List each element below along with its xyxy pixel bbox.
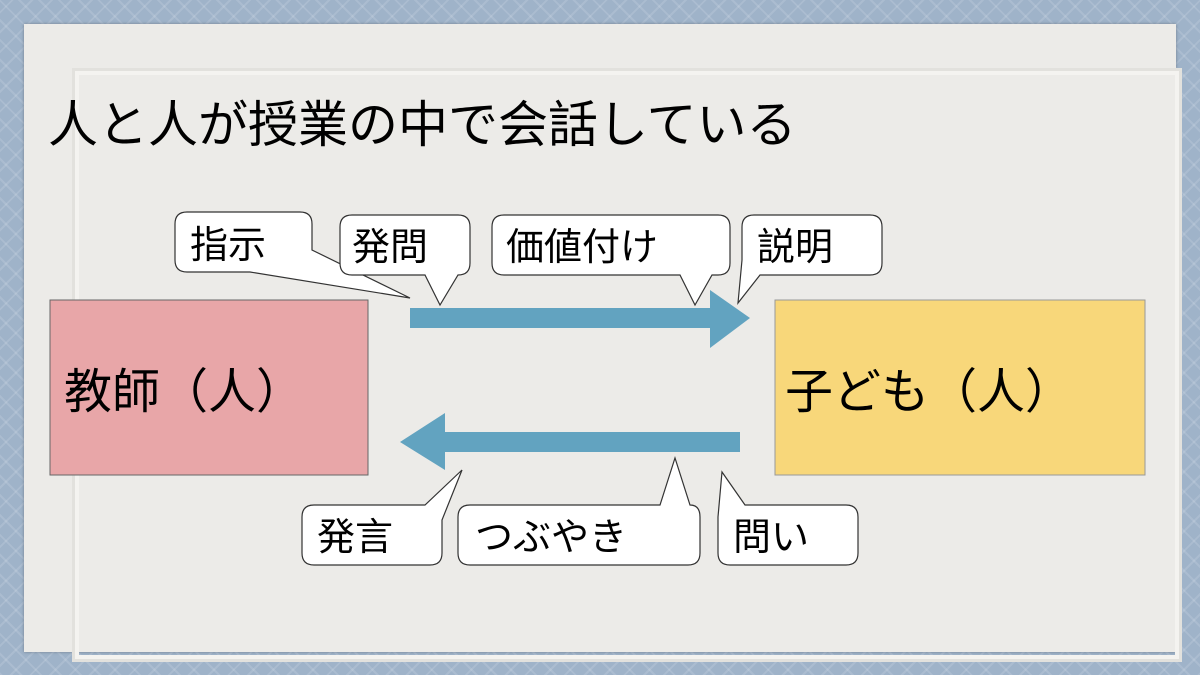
bubble-label: 発問	[352, 225, 428, 269]
bubble-label: 問い	[733, 515, 809, 559]
bubble-label: 説明	[757, 225, 833, 269]
bubble-label: 指示	[190, 223, 266, 267]
bubble-hatsumon	[339, 214, 471, 307]
bubble-kachizuke	[491, 214, 731, 307]
child-label: 子ども（人）	[785, 364, 1073, 420]
child-box	[774, 299, 1146, 476]
bubble-label: つぶやき	[475, 515, 627, 559]
bubble-tsubuyaki	[457, 456, 701, 566]
bubble-hatsugen	[301, 469, 463, 566]
bubble-label: 価値付け	[506, 225, 658, 269]
bubble-setsumei	[737, 214, 883, 305]
arrow-left	[400, 413, 740, 470]
teacher-box	[49, 299, 369, 476]
bubble-label: 発言	[317, 515, 393, 559]
teacher-label: 教師（人）	[64, 364, 304, 420]
slide-title: 人と人が授業の中で会話している	[48, 96, 797, 154]
bubble-toi	[717, 470, 859, 566]
arrow-right	[410, 290, 750, 348]
bubble-shiji	[174, 211, 411, 299]
